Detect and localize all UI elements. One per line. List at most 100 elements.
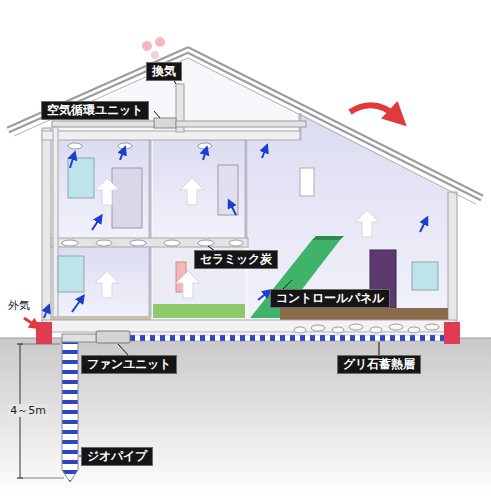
air-circulation-duct-part	[52, 121, 154, 127]
house-body-part	[149, 140, 152, 318]
label-text: ジオパイプ	[87, 449, 147, 464]
geo-pipe-part	[62, 334, 96, 342]
house-body-part	[245, 140, 248, 238]
air-flow-arrows-part	[70, 155, 74, 168]
house-body-part	[42, 128, 51, 332]
gravel-storage-layer-part	[332, 327, 344, 333]
plain-label: 外気	[6, 299, 32, 312]
footings-part	[36, 322, 52, 344]
label-text: グリ石蓄熱層	[343, 357, 415, 372]
ceramic-charcoal-vents-part	[164, 240, 180, 246]
label-text: セラミック炭	[200, 252, 272, 267]
windows-doors-part	[218, 165, 238, 215]
windows-doors-part	[58, 256, 84, 292]
air-circulation-duct	[52, 118, 306, 317]
roof-part	[8, 50, 482, 198]
air-flow-up-part	[176, 271, 200, 298]
ceramic-charcoal-vents-part	[229, 240, 243, 246]
house-body	[42, 56, 457, 332]
label-box: セラミック炭	[194, 250, 278, 269]
house-body-part	[448, 192, 457, 332]
air-flow-arrows-part	[262, 148, 266, 158]
house-body-part	[42, 131, 300, 140]
house-body-part	[52, 246, 150, 318]
air-flow-up-part	[95, 178, 119, 205]
air-flow-arrows-part	[258, 292, 268, 300]
roof-part	[8, 50, 482, 198]
outside-air-arrow-part	[24, 318, 36, 326]
house-body-part	[42, 56, 456, 330]
gravel-storage-layer	[294, 324, 439, 333]
air-flow-arrows-part	[92, 218, 100, 230]
ground	[0, 338, 491, 497]
stairs-part	[312, 236, 344, 240]
outside-air-arrow	[24, 318, 36, 326]
house-body-part	[153, 140, 245, 238]
windows-doors-part	[112, 168, 142, 228]
ventilation-part	[350, 105, 398, 118]
leader-lines	[79, 62, 379, 456]
label-text: ファンユニット	[87, 357, 171, 372]
fan-unit-part	[96, 331, 130, 343]
ventilation-part	[155, 37, 165, 47]
depth-dimension-part	[20, 478, 64, 479]
ceramic-charcoal-vents-part	[68, 143, 82, 149]
air-flow-arrows-part	[120, 150, 124, 160]
label-box: ファンユニット	[81, 355, 177, 374]
air-circulation-duct-part	[53, 127, 58, 317]
house-body-part	[52, 140, 150, 238]
gravel-storage-layer-part	[294, 327, 306, 333]
windows-doors-part	[412, 262, 438, 290]
air-flow-up-part	[95, 271, 119, 298]
ceramic-charcoal-vents	[62, 143, 243, 246]
label-box: グリ石蓄熱層	[337, 355, 421, 374]
gravel-storage-layer-part	[389, 324, 403, 330]
label-text: 空気循環ユニット	[47, 103, 143, 118]
ventilation-part	[142, 41, 152, 51]
plain-label: 4～5m	[8, 404, 48, 417]
air-circulation-duct-part	[154, 118, 176, 128]
air-flow-up	[95, 178, 379, 298]
floor	[42, 304, 456, 332]
ceramic-charcoal-vents-part	[198, 240, 214, 246]
air-flow-arrows-part	[203, 150, 206, 160]
ceramic-charcoal-vents-part	[62, 240, 78, 246]
windows-doors-part	[300, 168, 314, 196]
air-flow-arrows-part	[44, 308, 48, 318]
label-box: 換気	[146, 62, 182, 81]
ventilation-part	[151, 51, 159, 59]
roof-part	[14, 58, 476, 204]
floor-part	[51, 316, 151, 320]
ventilation	[142, 37, 398, 132]
air-flow-up-part	[355, 210, 379, 237]
depth-dimension-part	[20, 344, 60, 345]
label-text: 換気	[152, 64, 176, 79]
floor-part	[42, 320, 456, 332]
footings	[36, 322, 460, 344]
gravel-storage-layer-part	[425, 324, 439, 330]
air-circulation-duct-part	[176, 121, 306, 127]
gravel-storage-layer-part	[408, 327, 420, 333]
air-flow-up-part	[180, 178, 204, 205]
leader-lines-part	[154, 111, 160, 118]
air-flow-arrows-part	[420, 220, 426, 232]
footings-part	[444, 322, 460, 344]
air-flow-arrows-part	[72, 298, 82, 312]
floor-part	[280, 308, 448, 320]
gravel-storage-layer-part	[349, 324, 363, 330]
geo-pipe-part	[62, 340, 78, 482]
label-box: ジオパイプ	[81, 447, 153, 466]
ground-part	[0, 338, 491, 497]
house-body-part	[51, 238, 248, 247]
ceramic-charcoal-vents-part	[118, 143, 132, 149]
roof	[8, 50, 482, 204]
under-floor-pipe	[78, 335, 448, 341]
floor-part	[153, 304, 245, 318]
label-box: コントロールパネル	[270, 289, 390, 308]
fan-unit	[96, 331, 130, 343]
gravel-storage-layer-part	[370, 327, 382, 333]
ceramic-charcoal-vents-part	[130, 240, 146, 246]
